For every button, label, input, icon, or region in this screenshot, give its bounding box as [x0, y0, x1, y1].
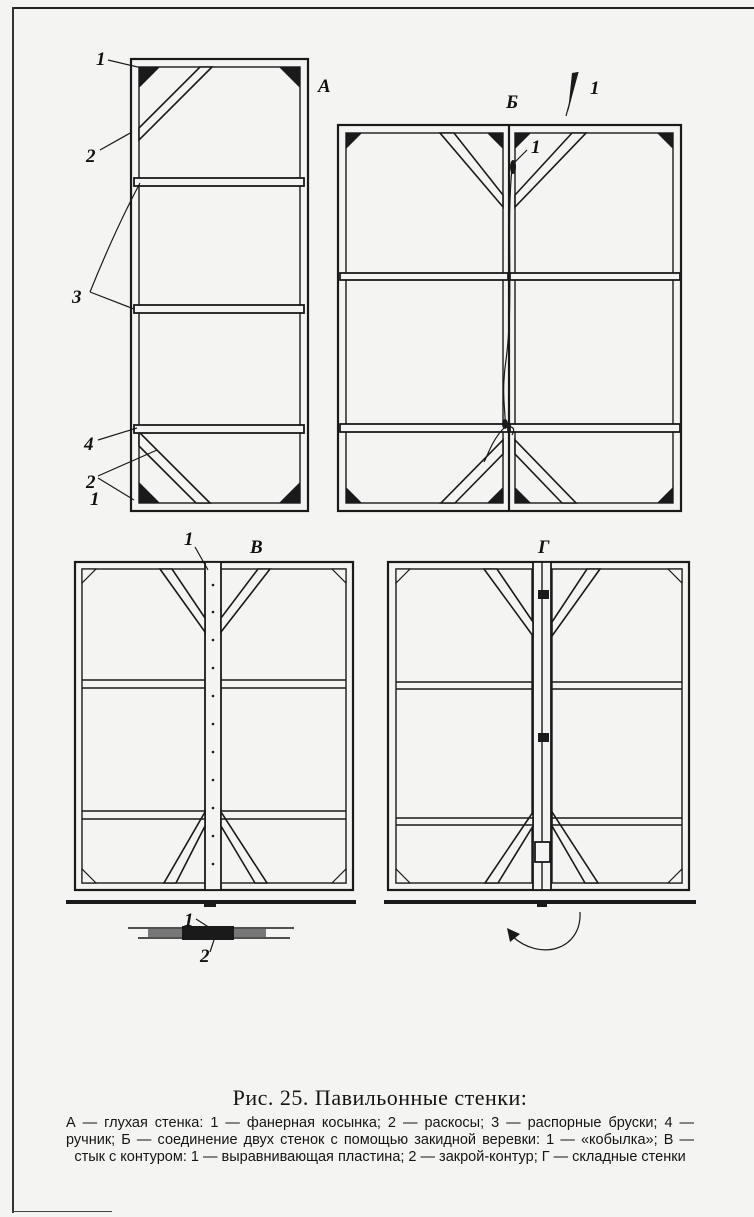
page-left-rule: [12, 7, 14, 1213]
callout-a-gusset-bottom: 1: [90, 489, 100, 510]
page-bottom-rule: [12, 1211, 112, 1212]
panel-b-joined: [336, 71, 683, 513]
panel-a-flat: [89, 57, 310, 513]
callout-v-detail-contour: 2: [199, 946, 210, 967]
label-panel-b: Б: [505, 92, 518, 113]
panel-g-folding: [384, 560, 696, 951]
panel-v-contour-joint: [66, 546, 356, 953]
callout-b-kobylka: 1: [531, 137, 541, 158]
callout-b-kobylka-detail: 1: [590, 78, 600, 99]
callout-a-gusset-top: 1: [96, 49, 106, 70]
callout-v-detail-plate: 1: [184, 910, 194, 931]
callout-v-plate: 1: [184, 529, 194, 550]
callout-a-brace-top: 2: [85, 146, 96, 167]
label-panel-a: А: [317, 76, 331, 97]
label-panel-v: В: [249, 537, 263, 558]
callout-a-handle: 4: [83, 434, 94, 455]
caption-body: А — глухая стенка: 1 — фанерная косынка;…: [66, 1115, 694, 1165]
callout-a-brace-bottom: 2: [85, 472, 96, 493]
label-panel-g: Г: [537, 537, 550, 558]
figure-caption: Рис. 25. Павильонные стенки: А — глухая …: [60, 1085, 700, 1166]
page-top-rule: [12, 7, 754, 9]
caption-title: Рис. 25. Павильонные стенки:: [232, 1085, 528, 1110]
callout-a-spreader: 3: [71, 287, 82, 308]
